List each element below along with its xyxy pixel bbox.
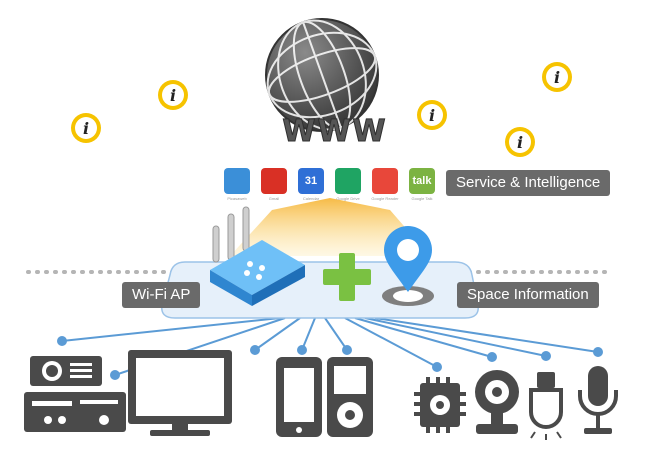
globe-icon: [265, 18, 379, 132]
svg-text:i: i: [554, 68, 560, 87]
app-caption: Gmail: [268, 196, 280, 201]
svg-text:i: i: [429, 106, 435, 125]
chip-icon: [414, 377, 466, 433]
info-marker-icon: i: [417, 100, 447, 130]
signal-beam: [230, 198, 430, 256]
microphone-icon: [578, 366, 618, 434]
svg-text:i: i: [83, 119, 89, 138]
info-marker-icon: i: [158, 80, 188, 110]
projector-receiver-icon: [24, 356, 126, 432]
location-pin-icon: [382, 226, 434, 306]
app-caption: Calendar: [302, 196, 320, 201]
webcam-icon: [475, 370, 519, 434]
monitor-icon: [128, 350, 232, 436]
media-player-icon: [327, 357, 373, 437]
phone-icon: [276, 357, 322, 437]
space-information-label: Space Information: [457, 282, 599, 308]
service-intelligence-label: Service & Intelligence: [446, 170, 611, 196]
talk-icon: talk: [409, 168, 435, 194]
www-label: WWW: [282, 114, 388, 150]
router-icon: [210, 240, 305, 306]
reader-icon: [372, 168, 398, 194]
light-bulb-icon: [529, 372, 563, 440]
network-platform: [161, 261, 479, 319]
info-marker-icon: i: [505, 127, 535, 157]
wifi-ap-label: Wi-Fi AP: [122, 282, 201, 308]
plus-icon: [323, 253, 371, 301]
info-marker-icon: i: [542, 62, 572, 92]
device-connectors: [57, 317, 603, 380]
gmail-icon: [261, 168, 287, 194]
app-caption: Google Reader: [371, 196, 399, 201]
info-marker-icon: i: [71, 113, 101, 143]
svg-text:i: i: [517, 133, 523, 152]
photo-app-icon: [224, 168, 250, 194]
app-caption: Google Talk: [411, 196, 433, 201]
drive-icon: [335, 168, 361, 194]
app-caption: Google Drive: [336, 196, 360, 201]
app-caption: Picasaweb: [227, 196, 247, 201]
svg-text:i: i: [170, 86, 176, 105]
calendar-icon: 31: [298, 168, 324, 194]
